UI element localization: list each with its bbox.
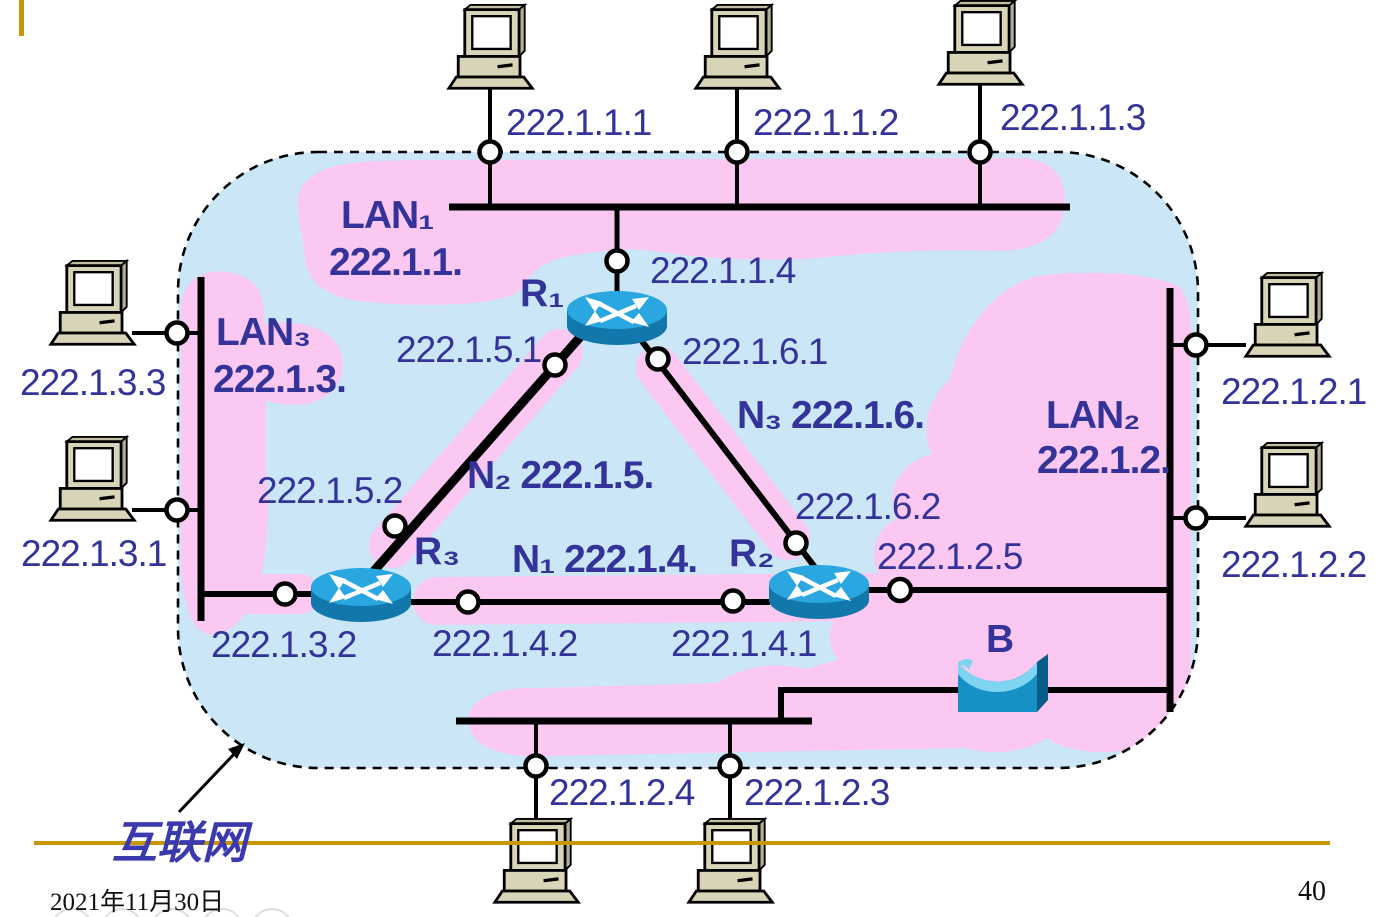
dot-222-1-5-1 bbox=[542, 352, 568, 378]
computer-icon-222-1-1-1 bbox=[447, 3, 534, 90]
computer-icon-222-1-2-4 bbox=[493, 817, 580, 904]
dot-222-1-1-3 bbox=[967, 139, 993, 165]
internet-label: 互联网 bbox=[112, 816, 248, 869]
dot-222-1-2-4 bbox=[523, 753, 549, 779]
internet-boundary-dashed bbox=[176, 150, 1200, 770]
dot-222-1-1-1 bbox=[477, 139, 503, 165]
dot-222-1-6-2 bbox=[783, 530, 809, 556]
computer-icon-222-1-2-2 bbox=[1244, 441, 1331, 528]
blob-lan3 bbox=[181, 271, 344, 635]
computer-icon-222-1-3-1 bbox=[49, 435, 136, 522]
dot-222-1-4-2 bbox=[455, 589, 481, 615]
blob-lan2 bbox=[468, 272, 1192, 757]
gold-top-bar bbox=[19, 0, 24, 36]
dot-222-1-2-3 bbox=[717, 753, 743, 779]
dot-222-1-4-1 bbox=[720, 588, 746, 614]
dot-222-1-3-1 bbox=[164, 497, 190, 523]
computer-icon-222-1-2-1 bbox=[1244, 271, 1331, 358]
internet-pointer-arrow bbox=[177, 743, 245, 814]
computer-icon-222-1-2-3 bbox=[687, 817, 774, 904]
junction-dots bbox=[164, 139, 1209, 779]
dot-222-1-3-2 bbox=[272, 581, 298, 607]
gold-bottom-rule bbox=[34, 841, 1330, 845]
link-n3-r1-r2 bbox=[638, 337, 817, 569]
dot-222-1-6-1 bbox=[645, 346, 671, 372]
decorative-circles bbox=[54, 908, 290, 917]
computer-icon-222-1-1-3 bbox=[937, 0, 1024, 86]
dot-222-1-1-2 bbox=[724, 139, 750, 165]
router-r3-icon bbox=[311, 568, 411, 622]
router-r2-icon bbox=[769, 565, 869, 619]
dot-222-1-2-2 bbox=[1183, 505, 1209, 531]
computer-icon-222-1-1-2 bbox=[694, 3, 781, 90]
dot-222-1-2-1 bbox=[1183, 332, 1209, 358]
router-r1-icon bbox=[567, 291, 667, 345]
link-n2-r1-r3 bbox=[361, 331, 586, 585]
blob-n3 bbox=[636, 346, 810, 560]
page-number: 40 bbox=[1298, 876, 1326, 907]
slide-date: 2021年11月30日 bbox=[50, 889, 225, 916]
dot-222-1-3-3 bbox=[164, 320, 190, 346]
dot-222-1-5-2 bbox=[382, 513, 408, 539]
dot-222-1-2-5 bbox=[886, 576, 914, 604]
dot-222-1-1-4 bbox=[604, 248, 630, 274]
computer-icon-222-1-3-3 bbox=[49, 259, 136, 346]
